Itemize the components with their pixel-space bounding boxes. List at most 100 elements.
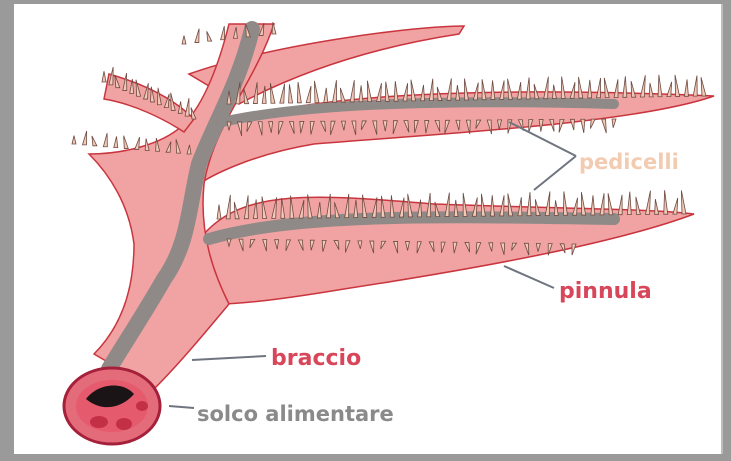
label-solco-alimentare: solco alimentare: [197, 402, 394, 426]
label-pedicelli: pedicelli: [579, 150, 679, 174]
pedicel: [92, 136, 97, 146]
pedicel: [600, 193, 604, 215]
pedicel: [482, 79, 486, 99]
pedicel: [623, 76, 627, 97]
pedicel: [314, 81, 319, 103]
pedicel: [701, 77, 706, 96]
pedicel: [684, 79, 688, 96]
pedicel: [350, 80, 354, 102]
pedicel: [559, 119, 564, 132]
pedicel: [403, 83, 408, 101]
pedicel: [473, 83, 478, 100]
pedicel: [333, 80, 337, 102]
pedicel: [561, 77, 565, 99]
pedicel: [182, 36, 186, 44]
pedicel: [171, 93, 176, 111]
pedicel: [377, 83, 382, 101]
pedicel: [649, 83, 653, 97]
pedicel: [581, 119, 585, 133]
pedicel: [614, 79, 618, 97]
pedicel: [591, 195, 595, 215]
leader-solco: [169, 406, 194, 408]
pedicel: [618, 195, 622, 215]
pedicel: [207, 31, 212, 41]
pedicel: [464, 79, 468, 100]
pedicel: [411, 80, 416, 101]
pedicel: [667, 82, 672, 97]
pedicel: [655, 199, 659, 214]
cross-section-lobe-3: [136, 401, 148, 411]
diagram-canvas: pedicelli pinnula braccio solco alimenta…: [14, 4, 723, 454]
pedicel: [500, 80, 504, 99]
pedicel: [527, 192, 531, 216]
pedicel: [491, 80, 495, 99]
pedicel: [135, 137, 140, 149]
pedicel: [124, 136, 129, 149]
pedicel: [221, 26, 225, 40]
pedicel: [82, 131, 86, 145]
pedicel: [693, 76, 697, 97]
label-braccio: braccio: [271, 346, 361, 371]
pedicel: [673, 198, 678, 214]
pedicel: [664, 190, 668, 214]
pedicel: [306, 86, 311, 103]
pedicel: [579, 77, 583, 98]
leader-pinnula: [504, 266, 554, 288]
pedicel: [658, 75, 662, 97]
pedicel: [324, 88, 328, 103]
pedicel: [570, 119, 574, 130]
leader-pedicelli-2: [534, 156, 576, 190]
pedicel: [627, 192, 631, 215]
pedicel: [72, 136, 76, 144]
leader-pedicelli-1: [509, 122, 576, 156]
pedicel: [226, 195, 230, 219]
label-pinnula: pinnula: [559, 279, 652, 304]
pedicel: [526, 77, 530, 99]
pedicel: [675, 75, 680, 97]
pedicel: [640, 75, 645, 97]
pedicel: [636, 197, 641, 215]
pedicel: [572, 244, 576, 255]
pedicel: [280, 84, 285, 103]
pedicel: [631, 81, 636, 97]
pedicel: [195, 29, 199, 43]
pedicel: [544, 77, 549, 99]
pedicel: [508, 193, 513, 215]
pedicel: [602, 119, 607, 133]
pedicel: [447, 78, 451, 100]
pedicel: [596, 78, 600, 98]
pedicel: [612, 119, 616, 128]
crinoid-arm-illustration: [14, 4, 721, 454]
pedicel: [421, 85, 425, 101]
pedicel: [581, 192, 585, 215]
pedicel: [681, 190, 686, 214]
pedicel: [590, 119, 595, 128]
pedicel: [608, 193, 613, 215]
pedicel: [545, 191, 550, 215]
pedicel: [646, 191, 651, 215]
pedicel: [185, 98, 189, 116]
pedicel: [289, 84, 293, 103]
pedicel: [570, 82, 575, 98]
pedicel: [563, 191, 567, 215]
pedicel: [102, 71, 106, 82]
pedicel: [508, 79, 513, 100]
pedicel: [517, 82, 521, 99]
pedicel: [367, 81, 371, 102]
cross-section-lobe-2: [116, 418, 132, 430]
pedicel: [588, 80, 592, 98]
pedicel: [114, 136, 118, 147]
pedicel: [385, 82, 389, 102]
pedicel: [394, 81, 398, 101]
pedicel: [604, 78, 609, 98]
cross-section-lobe-1: [90, 416, 108, 428]
pedicel: [297, 82, 301, 103]
pedicel: [340, 88, 345, 102]
leader-braccio: [192, 356, 266, 360]
pedicel: [550, 119, 554, 131]
pedicel: [359, 85, 363, 101]
pedicel: [217, 205, 221, 219]
pedicel: [103, 133, 107, 147]
pedicel: [573, 198, 578, 215]
